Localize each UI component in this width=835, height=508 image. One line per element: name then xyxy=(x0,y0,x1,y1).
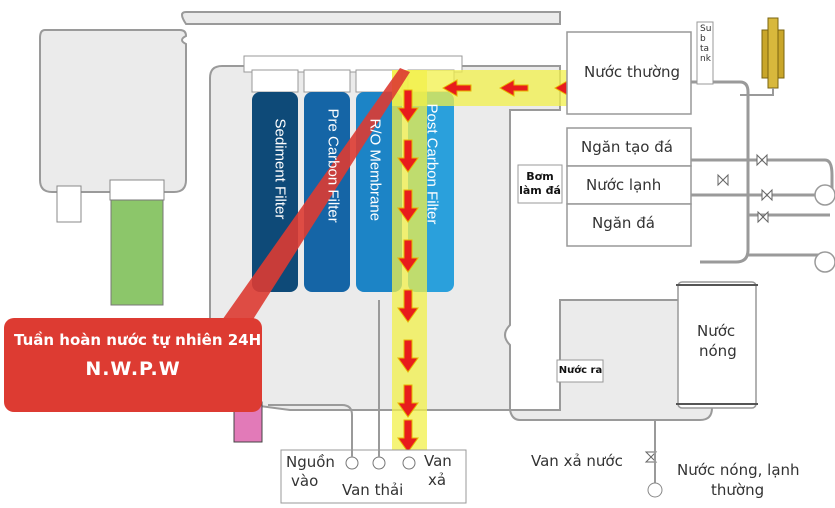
ice-maker-label: Ngăn tạo đá xyxy=(581,138,673,156)
callout-line2: N.W.P.W xyxy=(85,358,181,380)
source-inlet xyxy=(345,456,359,470)
source-label-2: vào xyxy=(291,472,319,490)
filter-cylinder xyxy=(356,92,402,292)
flow-arrows xyxy=(397,79,584,453)
water-out-label: Nước ra xyxy=(558,365,603,376)
hot-water-label-2: nóng xyxy=(699,342,737,360)
output-label-1: Nước nóng, lạnh xyxy=(677,461,800,479)
drain-valve-port xyxy=(402,456,416,470)
ice-bin-label: Ngăn đá xyxy=(592,214,655,232)
flow-arrow-down xyxy=(397,289,419,323)
flow-arrow-down xyxy=(397,139,419,173)
waste-valve-port xyxy=(372,456,386,470)
hot-water-tank xyxy=(677,281,757,409)
cold-outlet xyxy=(814,184,835,206)
ice-bin xyxy=(566,203,692,247)
ice-maker-tank xyxy=(566,127,692,167)
normal-water-tank xyxy=(566,31,692,115)
filter-head xyxy=(303,69,351,93)
source-label-1: Nguồn xyxy=(286,453,335,471)
water-out-box xyxy=(556,359,604,383)
cold-water-label: Nước lạnh xyxy=(586,176,662,194)
flow-highlight-horizontal xyxy=(392,70,567,106)
ice-pump-label-1: Bơm xyxy=(526,170,554,183)
small-pump xyxy=(56,185,82,223)
drain-outlet xyxy=(647,482,663,498)
top-pipe xyxy=(181,11,561,25)
top-left-tank-panel xyxy=(39,29,188,193)
flow-arrow-down xyxy=(397,239,419,273)
drain-label-1: Van xyxy=(424,452,452,470)
filter-head xyxy=(251,69,299,93)
flow-arrow-down xyxy=(397,419,419,453)
ice-pump-box xyxy=(517,164,563,204)
solenoid-core xyxy=(767,17,779,89)
flow-arrow-down xyxy=(397,339,419,373)
callout-pointer xyxy=(208,68,410,340)
cold-water-tank xyxy=(566,165,692,205)
nwpw-callout: Tuần hoàn nước tự nhiên 24H N.W.P.W xyxy=(4,318,262,412)
filter-manifold xyxy=(243,55,463,73)
filter-label-ro: R/O Membrane xyxy=(366,118,384,222)
hot-outlet xyxy=(814,251,835,273)
flow-arrow-down xyxy=(397,189,419,223)
filter-label-sediment: Sediment Filter xyxy=(271,118,289,220)
sub-tank xyxy=(696,21,714,85)
filter-label-pre-carbon: Pre Carbon Filter xyxy=(324,108,342,223)
flow-arrow-left xyxy=(498,79,529,97)
normal-water-label: Nước thường xyxy=(584,63,681,81)
waste-valve-label: Van thải xyxy=(342,481,404,499)
hot-water-label-1: Nước xyxy=(697,322,736,340)
flow-arrow-down xyxy=(397,89,419,123)
green-filter xyxy=(110,199,164,306)
inlet-box xyxy=(280,449,467,504)
green-filter-cap xyxy=(109,179,165,201)
cold-water-pipe xyxy=(690,158,834,195)
flow-arrow-down xyxy=(397,384,419,418)
drain-valve-label: Van xả nước xyxy=(531,452,623,470)
drain-label-2: xả xyxy=(428,471,447,489)
sub-tank-label: Sub tank xyxy=(700,24,712,64)
ice-pump-label-2: làm đá xyxy=(519,184,561,197)
callout-line1: Tuần hoàn nước tự nhiên 24H xyxy=(14,331,262,349)
valve-icons xyxy=(644,153,773,463)
flow-arrow-left xyxy=(441,79,472,97)
right-pipe xyxy=(690,80,750,264)
output-label-2: thường xyxy=(711,481,765,499)
filter-label-post-carbon: Post Carbon Filter xyxy=(423,103,441,225)
